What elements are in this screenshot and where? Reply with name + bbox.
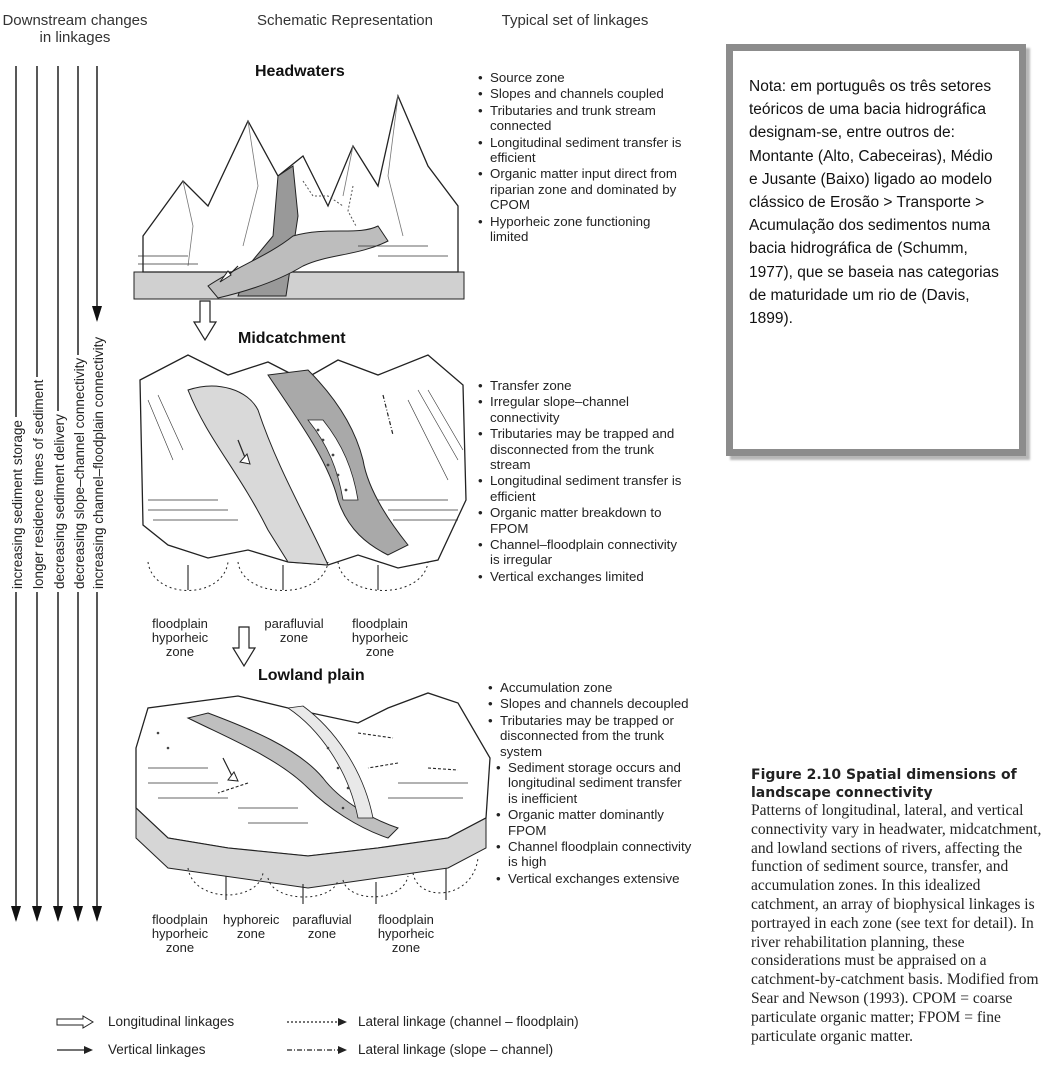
headwaters-illustration — [128, 86, 468, 301]
mid-sublabel-floodplain-right: floodplain hyporheic zone — [345, 617, 415, 659]
linkage-item: Slopes and channels decoupled — [488, 696, 694, 711]
low-sublabel-floodplain-right: floodplain hyporheic zone — [368, 913, 444, 955]
linkage-item: Organic matter breakdown to FPOM — [478, 505, 688, 536]
legend-longitudinal-symbol — [55, 1015, 95, 1029]
linkage-item: Channel–floodplain connectivity is irreg… — [478, 537, 688, 568]
legend-lateral-floodplain-symbol — [285, 1015, 349, 1029]
linkage-item: Source zone — [478, 70, 686, 85]
linkage-item: Transfer zone — [478, 378, 688, 393]
header-typical-linkages: Typical set of linkages — [490, 12, 660, 29]
linkage-item: Accumulation zone — [488, 680, 694, 695]
lowland-linkage-list: Accumulation zone Slopes and channels de… — [488, 680, 694, 887]
low-sublabel-hyphoreic: hyphoreic zone — [223, 913, 279, 941]
legend-longitudinal-label: Longitudinal linkages — [108, 1014, 234, 1029]
low-sublabel-parafluvial: parafluvial zone — [283, 913, 361, 941]
note-text: Nota: em português os três setores teóri… — [749, 75, 1003, 330]
downstream-arrow-2 — [232, 626, 256, 668]
headwaters-linkage-list: Source zone Slopes and channels coupled … — [478, 70, 686, 245]
downstream-arrow-1 — [193, 300, 217, 342]
zone-title-midcatchment: Midcatchment — [238, 330, 346, 348]
zone-title-lowland: Lowland plain — [258, 667, 365, 685]
linkage-item: Irregular slope–channel connectivity — [478, 394, 688, 425]
low-sublabel-floodplain-left: floodplain hyporheic zone — [138, 913, 222, 955]
legend-lateral-slope-symbol — [285, 1043, 349, 1057]
zone-title-headwaters: Headwaters — [255, 63, 345, 81]
linkage-item: Vertical exchanges extensive — [496, 871, 694, 886]
trend-label-channel-floodplain: increasing channel–floodplain connectivi… — [91, 334, 106, 592]
trend-label-delivery: decreasing sediment delivery — [52, 411, 67, 592]
linkage-item: Channel floodplain connectivity is high — [496, 839, 694, 870]
trend-label-slope-channel: decreasing slope–channel connectivity — [72, 355, 87, 592]
caption-title: Figure 2.10 Spatial dimensions of landsc… — [751, 766, 1043, 802]
legend-lateral-floodplain-label: Lateral linkage (channel – floodplain) — [358, 1014, 579, 1029]
header-schematic: Schematic Representation — [215, 12, 475, 29]
trend-label-residence: longer residence times of sediment — [31, 377, 46, 592]
linkage-item: Tributaries and trunk stream connected — [478, 103, 686, 134]
mid-sublabel-parafluvial: parafluvial zone — [255, 617, 333, 645]
note-box: Nota: em português os três setores teóri… — [726, 44, 1026, 456]
linkage-item: Longitudinal sediment transfer is effici… — [478, 135, 686, 166]
figure-caption: Figure 2.10 Spatial dimensions of landsc… — [751, 766, 1043, 1046]
linkage-item: Organic matter dominantly FPOM — [496, 807, 694, 838]
legend-vertical-symbol — [55, 1043, 95, 1057]
linkage-item: Tributaries may be trapped and disconnec… — [478, 426, 688, 472]
caption-body: Patterns of longitudinal, lateral, and v… — [751, 802, 1043, 1046]
linkage-item: Sediment storage occurs and longitudinal… — [496, 760, 694, 806]
linkage-item: Tributaries may be trapped or disconnect… — [488, 713, 694, 759]
midcatchment-linkage-list: Transfer zone Irregular slope–channel co… — [478, 378, 688, 585]
legend-vertical-label: Vertical linkages — [108, 1042, 206, 1057]
trend-label-storage: increasing sediment storage — [10, 417, 25, 592]
linkage-item: Hyporheic zone functioning limited — [478, 214, 686, 245]
legend-lateral-slope-label: Lateral linkage (slope – channel) — [358, 1042, 553, 1057]
linkage-item: Vertical exchanges limited — [478, 569, 688, 584]
midcatchment-illustration — [128, 350, 478, 600]
linkage-item: Longitudinal sediment transfer is effici… — [478, 473, 688, 504]
lowland-illustration — [128, 688, 496, 908]
linkage-item: Organic matter input direct from riparia… — [478, 166, 686, 212]
mid-sublabel-floodplain-left: floodplain hyporheic zone — [138, 617, 222, 659]
header-downstream-changes: Downstream changes in linkages — [0, 12, 150, 46]
linkage-item: Slopes and channels coupled — [478, 86, 686, 101]
